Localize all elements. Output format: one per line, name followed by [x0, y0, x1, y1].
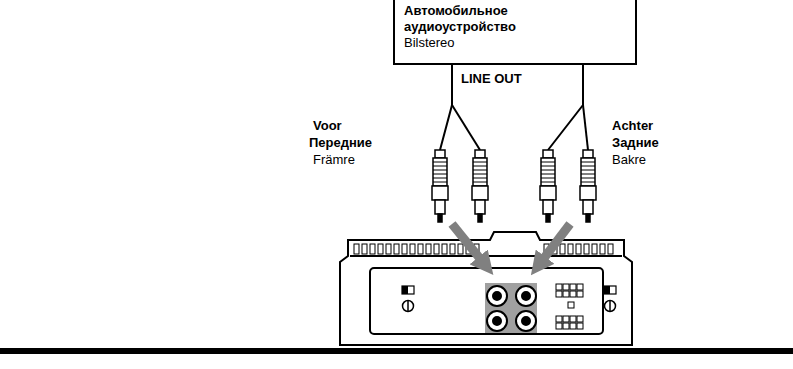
channel-label: Задние — [612, 135, 659, 151]
channel-label: Achter — [612, 118, 653, 134]
box-text: Автомобильное аудиоустройство — [404, 3, 534, 35]
channel-label: Voor — [313, 118, 342, 134]
rca-plug — [580, 150, 596, 222]
channel-label: Bakre — [612, 152, 646, 168]
signal-wire — [440, 65, 588, 150]
rca-plugs — [432, 150, 596, 222]
rca-plug — [540, 150, 556, 222]
rca-plug — [472, 150, 488, 222]
channel-label: Передние — [309, 135, 372, 151]
insert-arrow — [452, 224, 570, 266]
signal-name: LINE OUT — [461, 71, 522, 87]
head-unit-box: Автомобильное аудиоустройствоBilstereo — [393, 0, 637, 65]
amplifier — [340, 232, 632, 345]
rca-plug — [432, 150, 448, 222]
box-text: Bilstereo — [404, 35, 627, 51]
channel-label: Främre — [313, 152, 355, 168]
rule-line — [0, 348, 793, 354]
